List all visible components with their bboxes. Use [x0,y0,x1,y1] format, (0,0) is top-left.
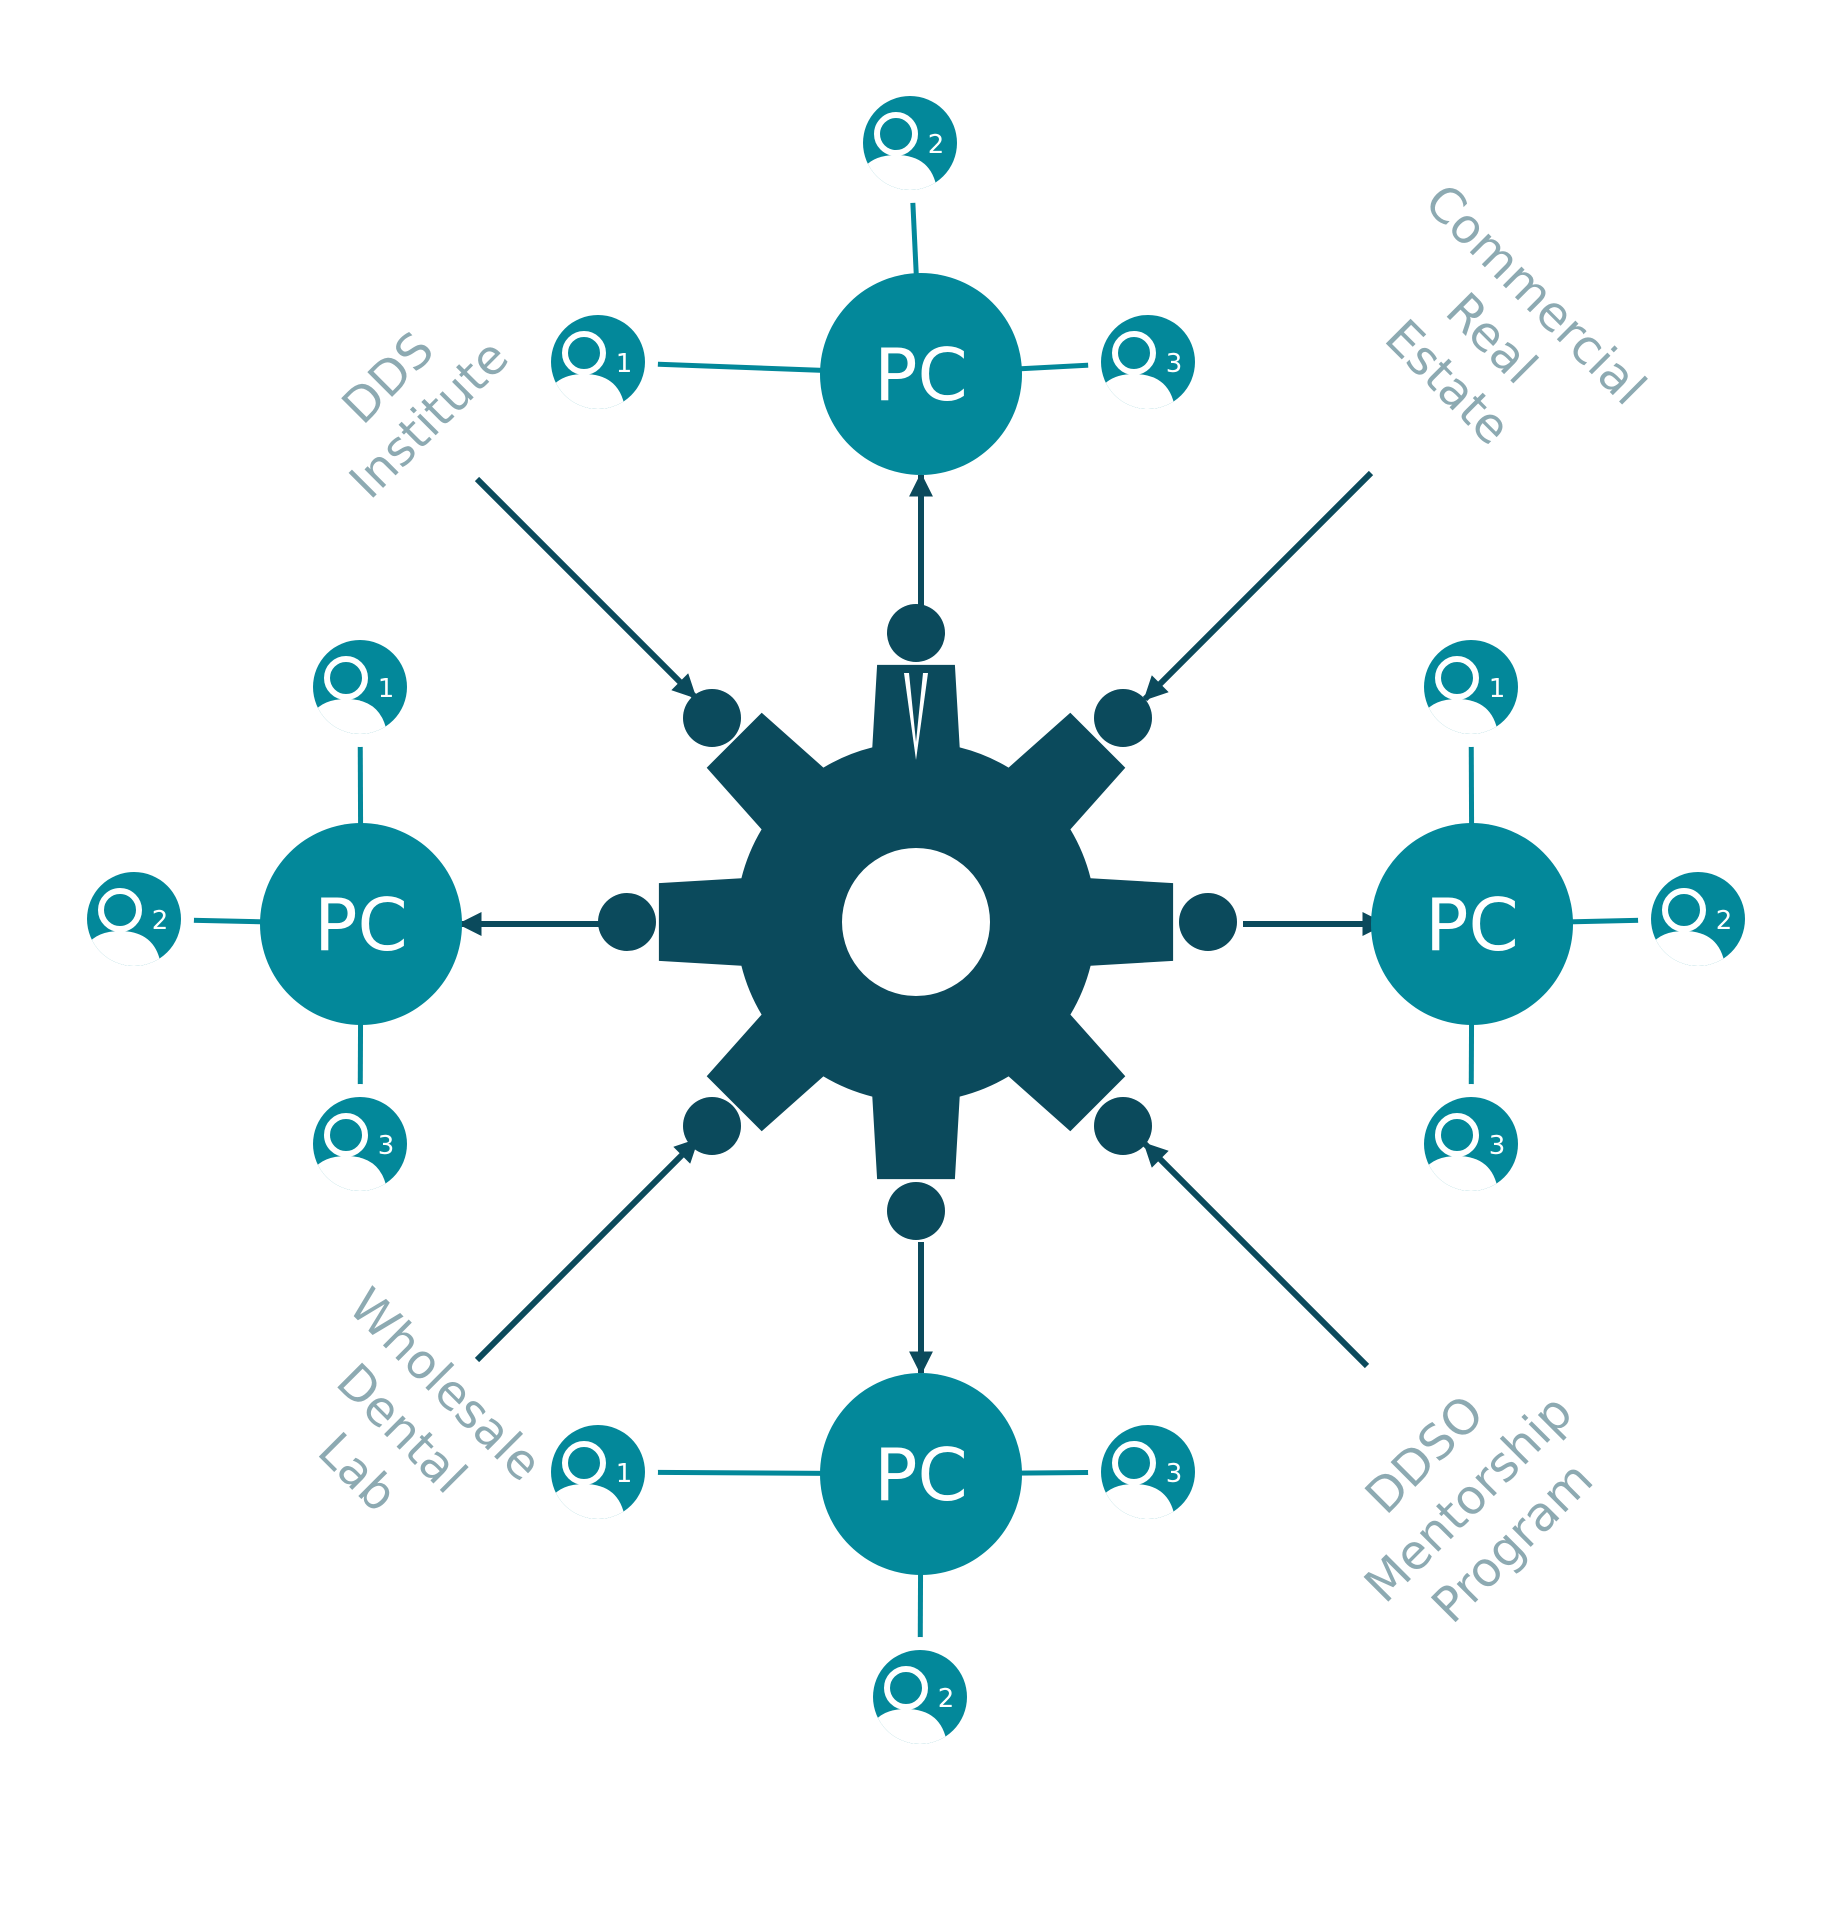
hub-dot-upper-left [683,689,741,747]
avatar-head [562,331,606,375]
user-avatar-icon: 1 [551,315,645,409]
gear-top-notch [904,673,928,760]
avatar-head [1112,331,1156,375]
avatar-shoulders [551,1484,626,1519]
user-avatar-icon: 3 [313,1097,407,1191]
pc-node-left: PC 1 2 3 [74,627,462,1204]
avatar-shoulders [87,931,162,966]
gear-body [658,664,1174,1180]
avatar-head [562,1441,606,1485]
user-number: 3 [1489,1131,1506,1161]
user-avatar-icon: 3 [1101,315,1195,409]
avatar-shoulders [1651,931,1726,966]
avatar-shoulders [873,1709,948,1744]
user-number: 2 [152,906,169,936]
arrow-wholesale-dental-lab-to-hub [474,1137,700,1363]
pc-circle [260,823,462,1025]
hub-connection-dots [598,604,1237,1240]
hub-dot-upper-right [1094,689,1152,747]
user-avatar-icon: 1 [1424,640,1518,734]
user-number: 3 [1166,1459,1183,1489]
avatar-shoulders [551,374,626,409]
pc-node-right: PC 1 2 3 [1371,627,1758,1204]
avatar-head [874,112,918,156]
arrow-commercial-real-estate-to-hub [1142,470,1374,702]
pc-circle [820,1373,1022,1575]
avatar-shoulders [1101,1484,1176,1519]
user-number: 2 [1716,906,1733,936]
avatar-head [1662,888,1706,932]
avatar-head [324,1113,368,1157]
hub-dot-top [887,604,945,662]
hub-dot-bottom [887,1182,945,1240]
avatar-head [98,888,142,932]
pc-label: PC [874,333,968,417]
user-number: 1 [1489,674,1506,704]
user-number: 1 [378,674,395,704]
user-number: 3 [1166,349,1183,379]
user-avatar-icon: 2 [87,872,181,966]
avatar-shoulders [1424,1156,1499,1191]
user-number: 1 [616,349,633,379]
avatar-head [324,656,368,700]
pc-node-bottom: PC 1 2 3 [538,1373,1208,1757]
avatar-shoulders [313,699,388,734]
user-number: 1 [616,1459,633,1489]
hub-dot-lower-right [1094,1097,1152,1155]
avatar-shoulders [313,1156,388,1191]
pc-label: PC [314,883,408,967]
avatar-head [1112,1441,1156,1485]
avatar-shoulders [1101,374,1176,409]
pc-label: PC [1425,883,1519,967]
user-avatar-icon: 3 [1101,1425,1195,1519]
pc-circle [820,273,1022,475]
avatar-head [1435,656,1479,700]
gear-icon [658,664,1174,1180]
user-avatar-icon: 3 [1424,1097,1518,1191]
user-avatar-icon: 1 [551,1425,645,1519]
user-number: 3 [378,1131,395,1161]
user-avatar-icon: 2 [863,96,957,190]
pc-label: PC [874,1433,968,1517]
arrow-dds-institute-to-hub [474,476,698,700]
pc-circle [1371,823,1573,1025]
user-number: 2 [938,1684,955,1714]
avatar-head [884,1666,928,1710]
avatar-head [1435,1113,1479,1157]
user-avatar-icon: 2 [1651,872,1745,966]
arrow-ddso-mentorship-to-hub [1142,1141,1370,1369]
avatar-shoulders [863,155,938,190]
pc-node-top: PC 1 2 3 [538,83,1208,475]
connector-arrows [457,470,1387,1376]
avatar-shoulders [1424,699,1499,734]
hub-dot-left [598,893,656,951]
hub-dot-right [1179,893,1237,951]
hub-dot-lower-left [683,1097,741,1155]
user-number: 2 [928,130,945,160]
user-avatar-icon: 2 [873,1650,967,1744]
user-avatar-icon: 1 [313,640,407,734]
